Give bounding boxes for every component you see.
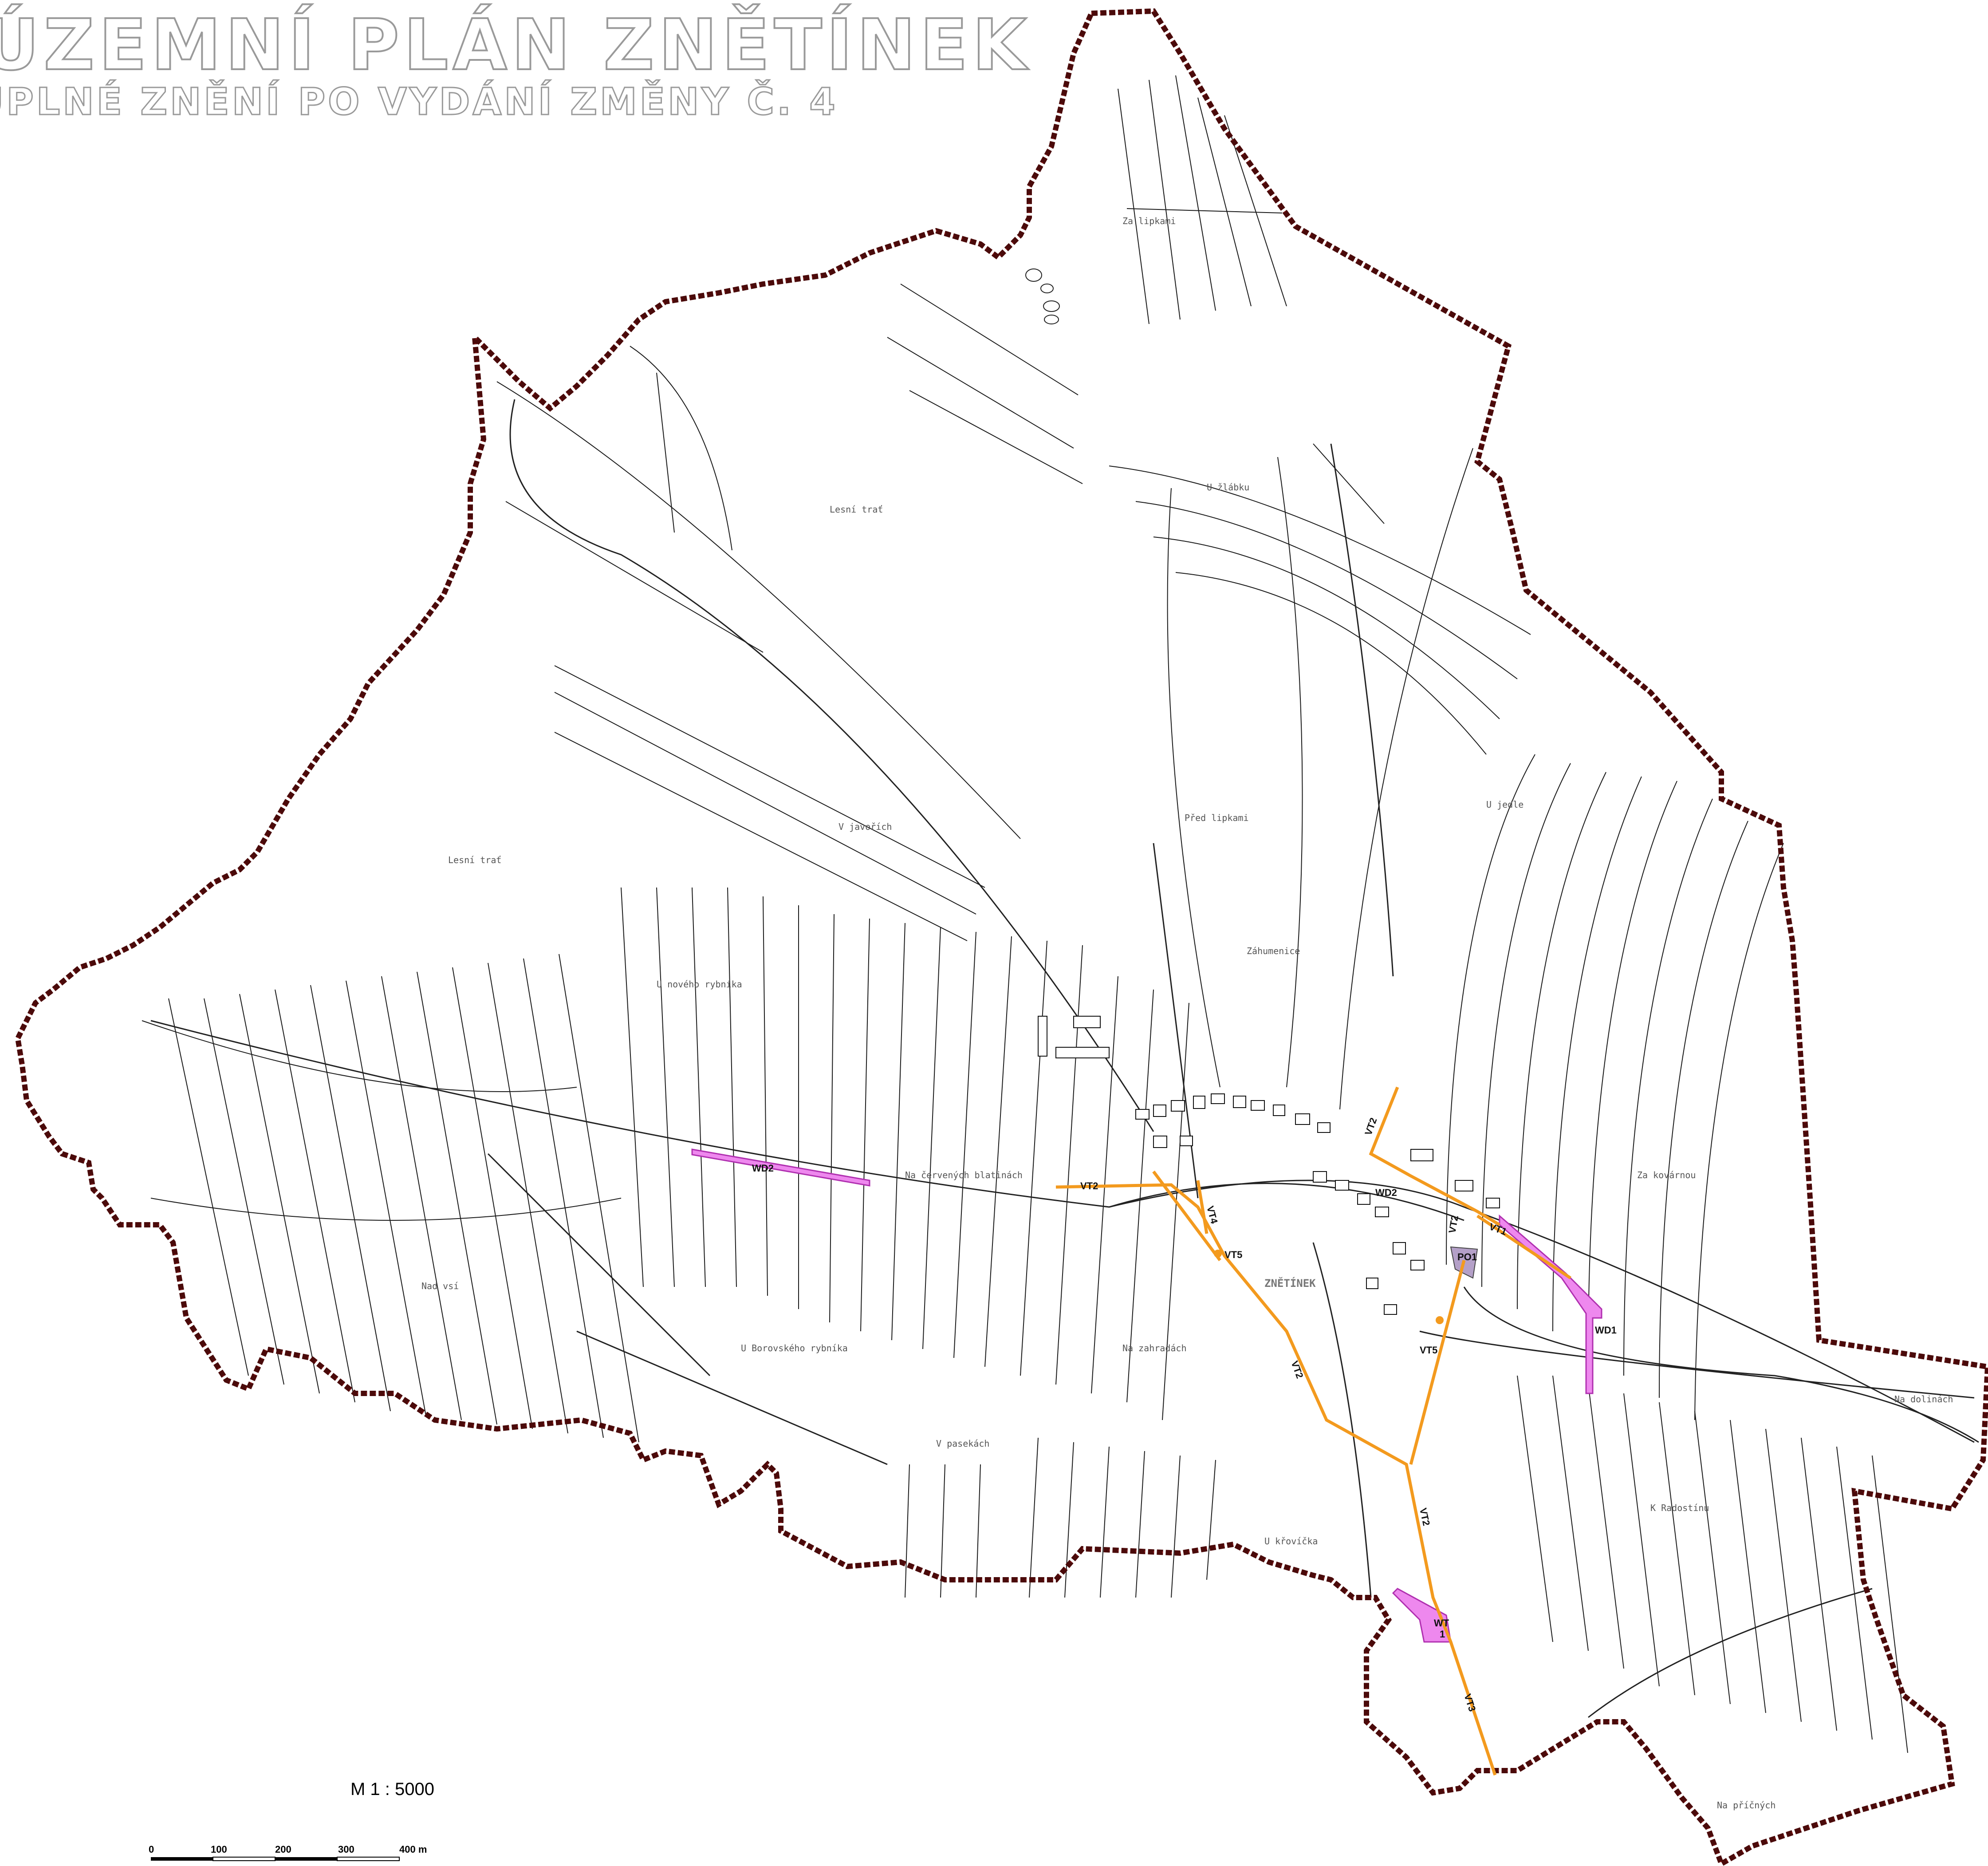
code-label: VT2 xyxy=(1362,1116,1379,1136)
place-label: Za lipkami xyxy=(1122,216,1176,226)
municipal-boundary xyxy=(15,8,1988,1866)
ponds xyxy=(1025,268,1060,324)
place-label: Lesní trať xyxy=(830,504,883,515)
code-label: VT2 xyxy=(1080,1180,1098,1191)
vt2-ne xyxy=(1369,1086,1500,1227)
code-label: VT5 xyxy=(1224,1249,1242,1260)
place-label: Před lipkami xyxy=(1185,813,1249,823)
roads xyxy=(150,399,1979,1718)
place-label: Na červených blatinách xyxy=(905,1170,1023,1180)
scale-tick: 200 xyxy=(275,1844,291,1855)
code-label: VT2 xyxy=(1289,1359,1305,1380)
place-label: V pasekách xyxy=(936,1438,989,1449)
scale-tick: 400 m xyxy=(399,1844,427,1855)
place-label: U Borovského rybníka xyxy=(741,1343,848,1353)
place-label: V javořích xyxy=(839,821,892,832)
place-label: U křovíčka xyxy=(1264,1536,1318,1546)
village-buildings xyxy=(1038,1016,1500,1315)
parcel-lines xyxy=(142,75,1908,1753)
vt5-point-west xyxy=(1214,1250,1222,1258)
scale-tick: 100 xyxy=(211,1844,227,1855)
place-label: Záhumenice xyxy=(1247,946,1300,956)
place-label: U nového rybníka xyxy=(657,979,742,990)
place-label: Lesní trať xyxy=(448,855,501,865)
place-label: Na příčných xyxy=(1717,1800,1775,1811)
reserve-areas xyxy=(691,1148,1602,1643)
code-label: WD1 xyxy=(1595,1325,1617,1336)
wd2-west-area xyxy=(691,1148,870,1187)
place-label: Na zahradách xyxy=(1122,1343,1187,1353)
vt2-main xyxy=(1055,1183,1497,1776)
vt5-east xyxy=(1409,1260,1466,1465)
code-label: 1 xyxy=(1440,1629,1445,1640)
scale-bar xyxy=(151,1857,400,1861)
place-label: U jedle xyxy=(1486,799,1523,810)
code-label: PO1 xyxy=(1457,1251,1477,1262)
municipal-boundary-dots xyxy=(16,10,1988,1865)
place-labels: Za lipkami Lesní trať U žlábku Lesní tra… xyxy=(421,216,1953,1811)
place-label: Nad vsí xyxy=(421,1281,459,1291)
code-label: VT2 xyxy=(1446,1215,1460,1234)
vt2-west xyxy=(1152,1170,1221,1262)
village-label: ZNĚTÍNEK xyxy=(1264,1277,1316,1290)
vt4 xyxy=(1196,1180,1209,1234)
map-subtitle: ÚPLNÉ ZNĚNÍ PO VYDÁNÍ ZMĚNY Č. 4 xyxy=(0,79,838,124)
code-label: WD2 xyxy=(1375,1187,1397,1198)
code-label: WD2 xyxy=(752,1163,774,1174)
utility-lines xyxy=(1055,1086,1571,1776)
code-label: VT3 xyxy=(1462,1692,1478,1713)
place-label: U žlábku xyxy=(1207,482,1249,493)
code-label: VT5 xyxy=(1420,1345,1437,1356)
vt5-point-east xyxy=(1436,1316,1444,1324)
map-title: ÚZEMNÍ PLÁN ZNĚTÍNEK xyxy=(0,4,1031,87)
wt1-area xyxy=(1392,1588,1452,1643)
scale-tick: 0 xyxy=(149,1844,154,1855)
vt1 xyxy=(1476,1215,1571,1279)
place-label: Za kovárnou xyxy=(1637,1170,1696,1180)
place-label: Na dolinách xyxy=(1894,1394,1953,1404)
scale-label: M 1 : 5000 xyxy=(350,1779,435,1799)
code-label: WT xyxy=(1434,1617,1449,1629)
wd1-area xyxy=(1499,1214,1602,1394)
scale-ticks: 0 100 200 300 400 m xyxy=(146,1844,439,1857)
scale-tick: 300 xyxy=(338,1844,354,1855)
place-label: K Radostínu xyxy=(1650,1503,1709,1513)
